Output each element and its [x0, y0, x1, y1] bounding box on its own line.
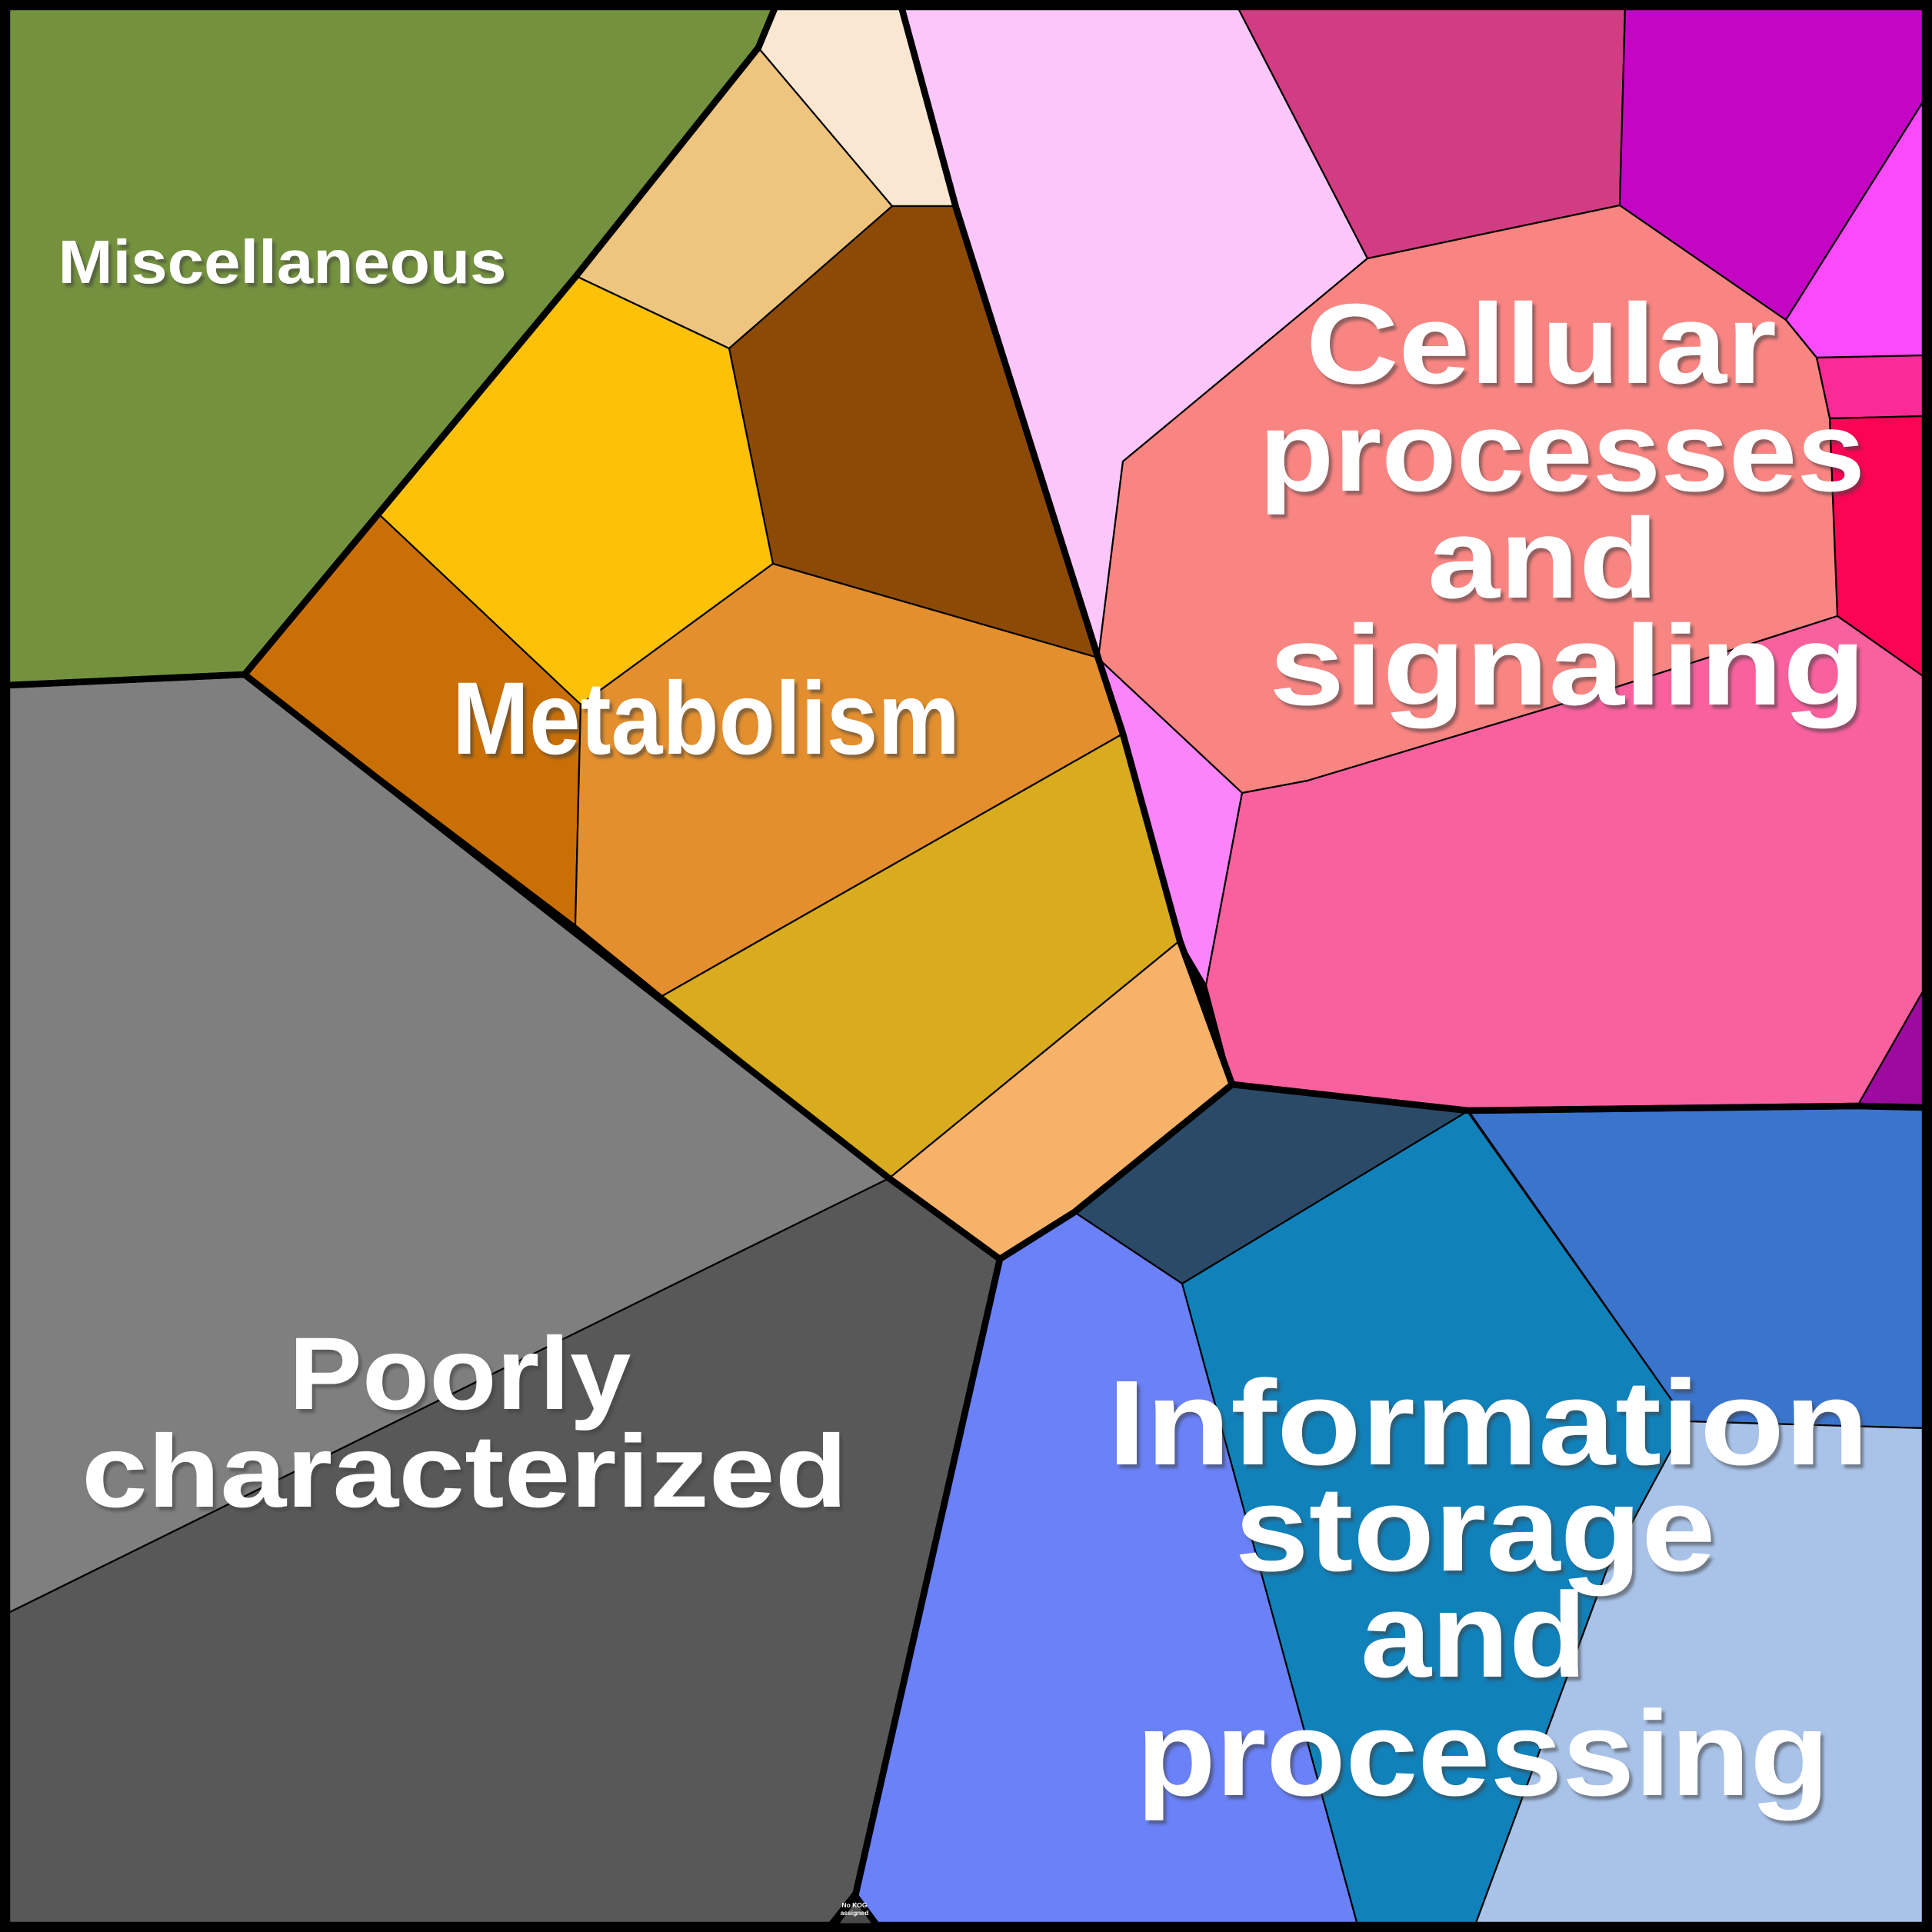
svg-text:and: and — [1361, 1568, 1587, 1703]
svg-text:processes: processes — [1259, 388, 1865, 515]
svg-text:and: and — [1427, 495, 1658, 622]
svg-text:No KOG: No KOG — [841, 1901, 867, 1909]
svg-text:characterized: characterized — [82, 1414, 848, 1529]
svg-text:Cellular: Cellular — [1306, 281, 1777, 408]
svg-text:processing: processing — [1137, 1687, 1830, 1821]
svg-text:Metabolism: Metabolism — [452, 661, 960, 776]
svg-text:signaling: signaling — [1269, 602, 1866, 729]
svg-text:Miscellaneous: Miscellaneous — [58, 228, 507, 296]
svg-text:Information: Information — [1108, 1356, 1869, 1491]
svg-text:Poorly: Poorly — [289, 1317, 631, 1431]
svg-text:assigned: assigned — [841, 1909, 869, 1917]
svg-text:storage: storage — [1235, 1462, 1716, 1597]
